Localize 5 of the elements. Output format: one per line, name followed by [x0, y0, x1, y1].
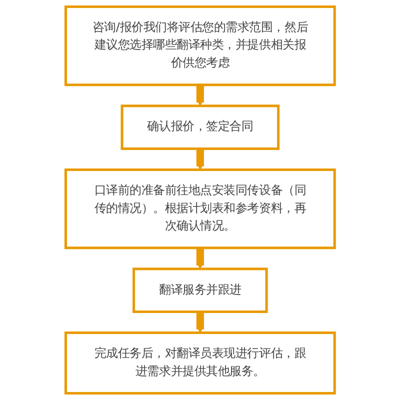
node-box: 完成任务后，对翻译员表现进行评估，跟进需求并提供其他服务。	[64, 332, 336, 395]
node-box: 确认报价，签定合同	[120, 104, 280, 150]
node-box: 咨询/报价我们将评估您的需求范围，然后建议您选择哪些翻译种类，并提供相关报价供您考虑	[64, 5, 336, 86]
node-box: 翻译服务并跟进	[132, 268, 268, 314]
node-box: 口译前的准备前往地点安装同传设备（同传的情况）。根据计划表和参考资料，再次确认情况。	[64, 168, 336, 250]
